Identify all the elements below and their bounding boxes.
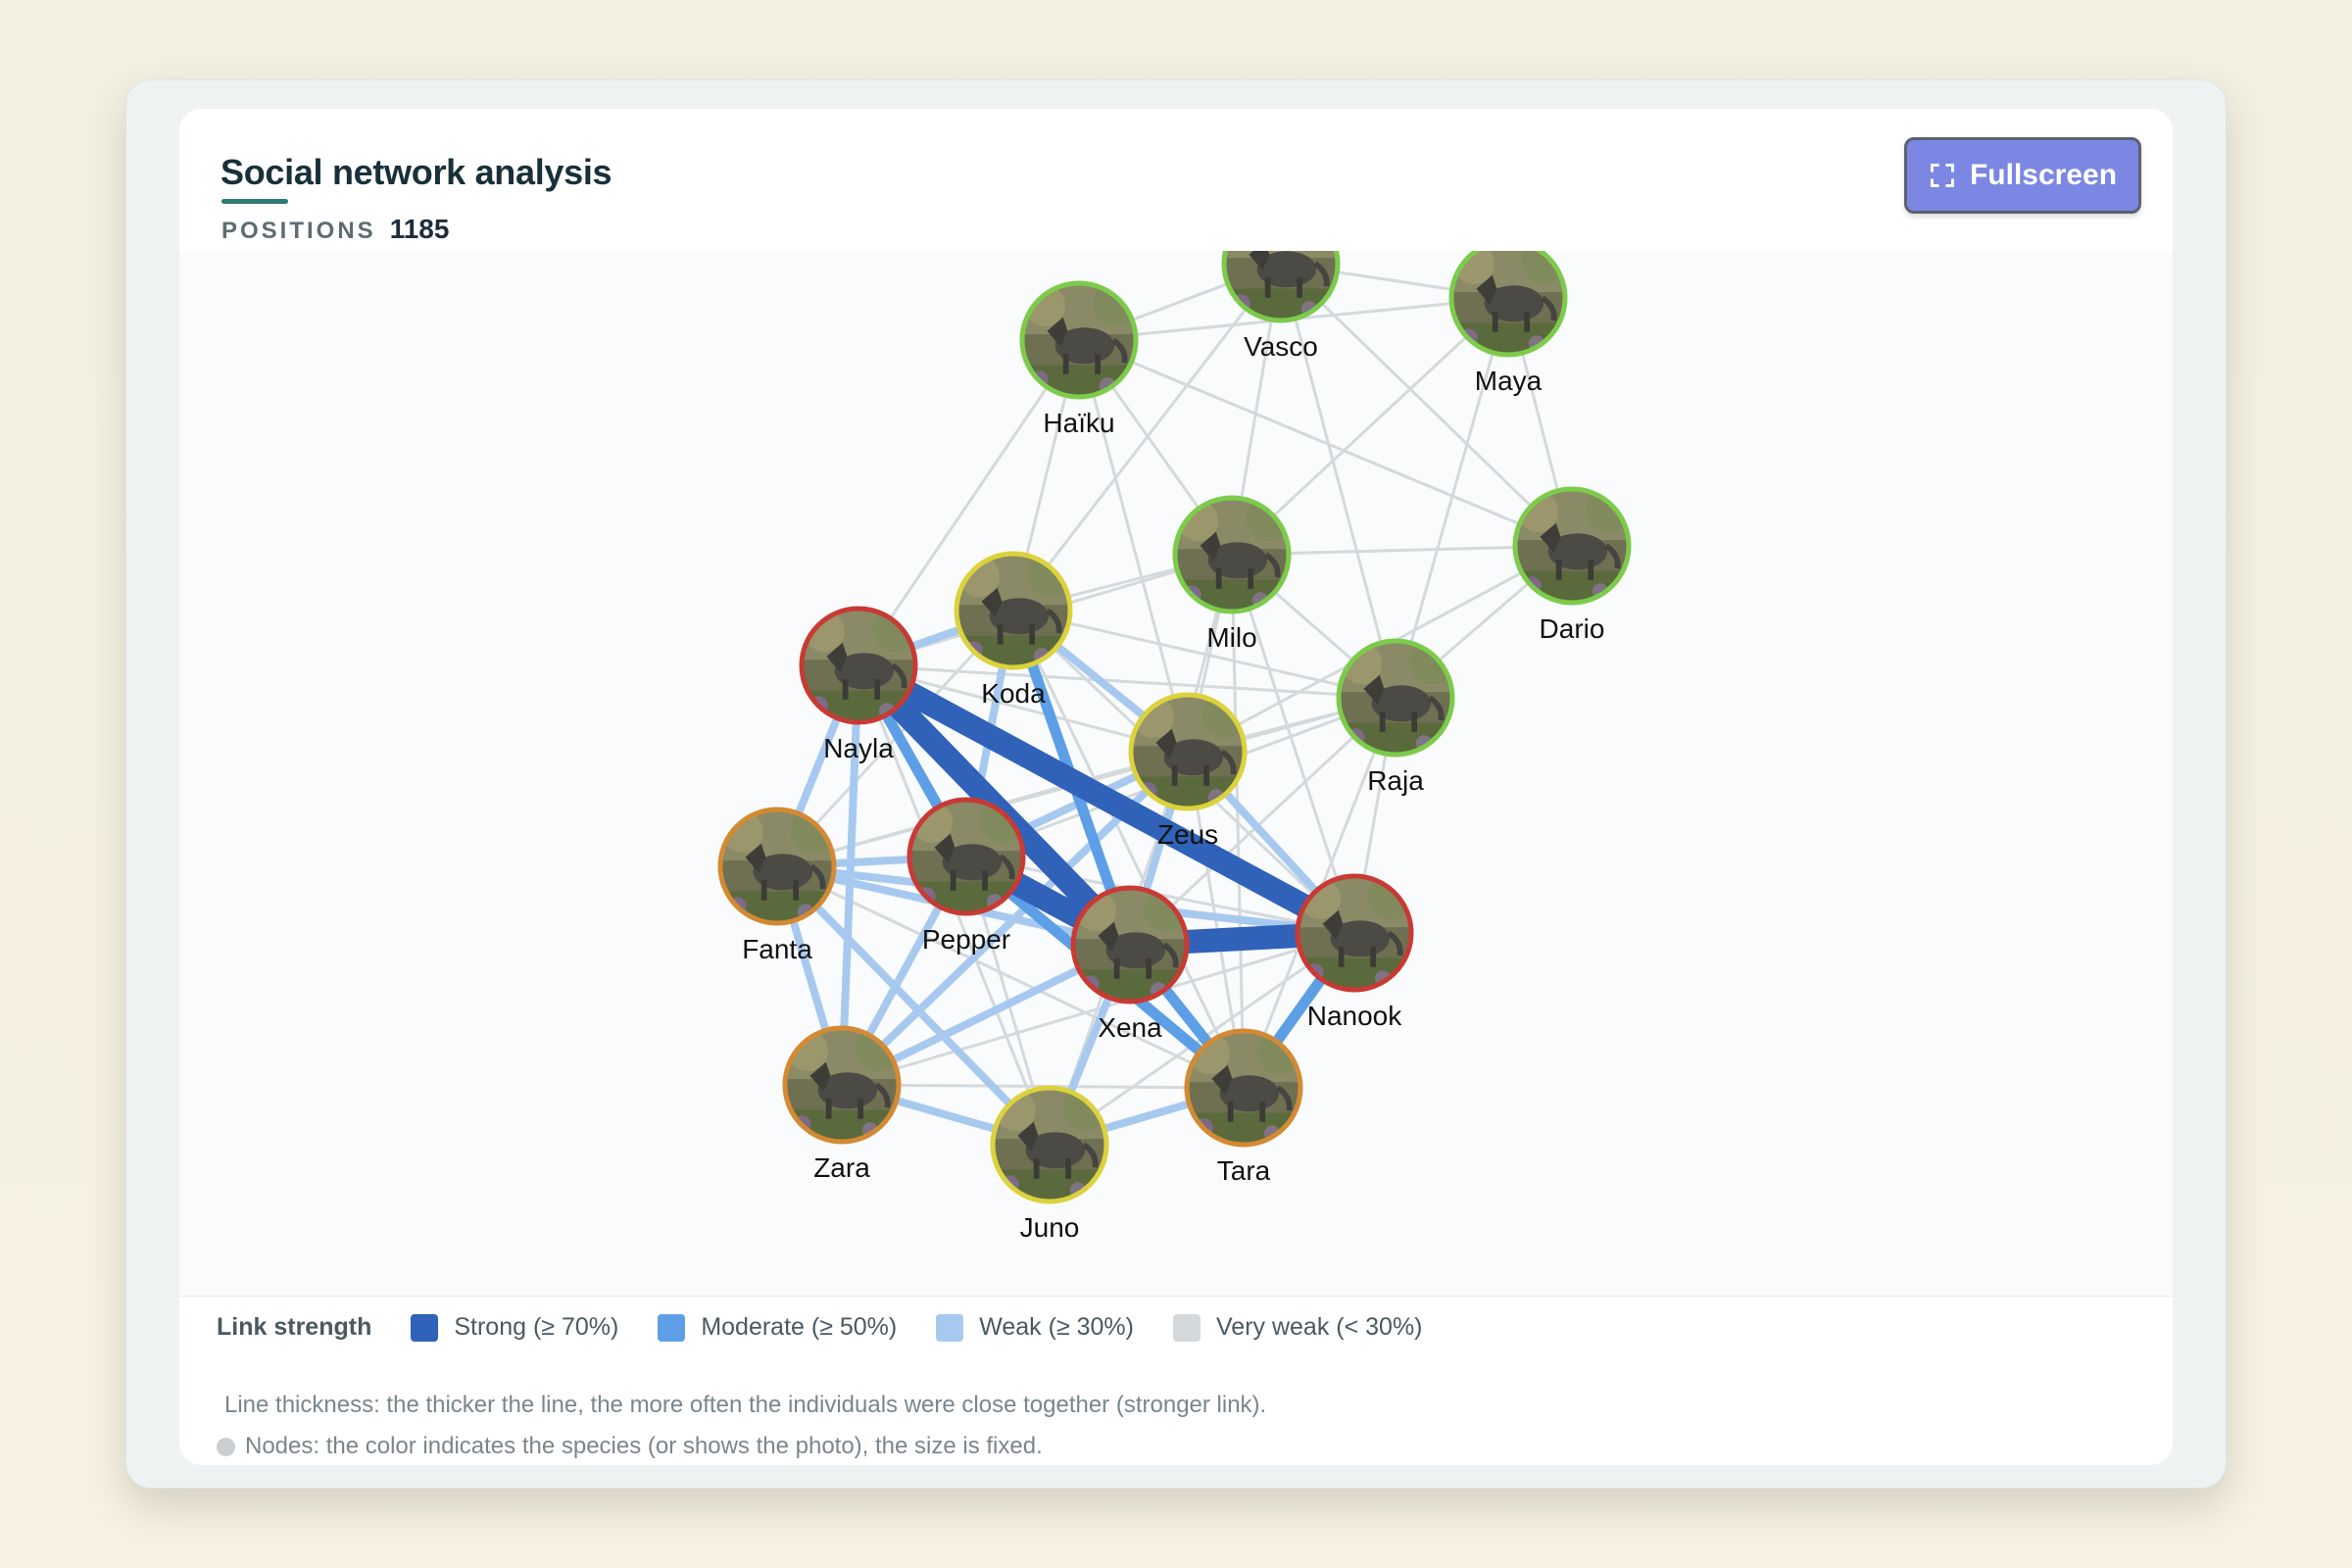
edge-raja-xena [1128, 696, 1397, 947]
node-photo-xena[interactable] [1070, 885, 1190, 1004]
edge-koda-raja [1011, 609, 1397, 700]
positions-value: 1185 [389, 214, 450, 244]
node-haiku[interactable]: Haïku [1019, 280, 1139, 438]
edge-vasco-koda [1011, 262, 1283, 612]
node-label-zara: Zara [813, 1152, 870, 1183]
node-label-raja: Raja [1367, 765, 1424, 796]
fullscreen-icon [1930, 163, 1954, 188]
legend-swatch-weak [936, 1313, 964, 1342]
node-photo-nayla[interactable] [799, 606, 918, 725]
node-label-milo: Milo [1206, 622, 1256, 653]
node-label-pepper: Pepper [922, 924, 1010, 955]
node-label-haiku: Haïku [1043, 408, 1114, 438]
node-raja[interactable]: Raja [1336, 638, 1455, 796]
legend-label-strong: Strong (≥ 70%) [454, 1313, 619, 1341]
edge-nanook-milo [1230, 553, 1356, 935]
edge-maya-milo [1230, 296, 1510, 557]
node-photo-zeus[interactable] [1128, 692, 1248, 811]
node-label-nanook: Nanook [1307, 1001, 1403, 1031]
node-label-maya: Maya [1475, 366, 1543, 396]
panel-title: Social network analysis [220, 152, 612, 192]
edge-koda-tara [1011, 609, 1246, 1090]
node-photo-milo[interactable] [1172, 495, 1292, 614]
node-label-nayla: Nayla [823, 733, 894, 763]
legend-swatch-moderate [658, 1313, 686, 1342]
legend-swatch-strong [411, 1313, 439, 1342]
node-photo-haiku[interactable] [1019, 280, 1139, 400]
node-vasco[interactable]: Vasco [1221, 251, 1341, 362]
node-photo-dario[interactable] [1512, 486, 1632, 606]
node-photo-nanook[interactable] [1295, 873, 1414, 993]
node-label-tara: Tara [1217, 1155, 1271, 1186]
node-photo-koda[interactable] [954, 551, 1073, 670]
network-card: Social network analysis POSITIONS 1185 F… [179, 109, 2173, 1465]
positions-stat: POSITIONS 1185 [221, 214, 449, 245]
node-photo-maya[interactable] [1448, 251, 1568, 358]
positions-label: POSITIONS [221, 218, 376, 244]
node-dot-icon [217, 1437, 235, 1456]
node-tara[interactable]: Tara [1184, 1028, 1303, 1186]
fullscreen-button[interactable]: Fullscreen [1904, 137, 2141, 214]
legend-item-strong: Strong (≥ 70%) [411, 1313, 618, 1342]
panel-frame: Social network analysis POSITIONS 1185 F… [125, 79, 2227, 1489]
node-nanook[interactable]: Nanook [1295, 873, 1414, 1031]
edge-nayla-nanook [847, 654, 1366, 945]
node-label-dario: Dario [1540, 613, 1605, 644]
node-photo-fanta[interactable] [717, 807, 837, 926]
legend-swatch-very-weak [1173, 1313, 1200, 1342]
node-nayla[interactable]: Nayla [799, 606, 918, 763]
node-milo[interactable]: Milo [1172, 495, 1292, 653]
node-photo-raja[interactable] [1336, 638, 1455, 758]
fullscreen-label: Fullscreen [1969, 159, 2118, 191]
edge-vasco-raja [1279, 262, 1397, 700]
node-fanta[interactable]: Fanta [717, 807, 837, 964]
legend-row: Link strength Strong (≥ 70%) Moderate (≥… [217, 1313, 1462, 1342]
node-juno[interactable]: Juno [990, 1085, 1109, 1243]
edge-nayla-raja [857, 663, 1397, 700]
edge-fanta-juno [773, 862, 1054, 1149]
legend-item-moderate: Moderate (≥ 50%) [658, 1313, 897, 1342]
node-xena[interactable]: Xena [1070, 885, 1190, 1043]
node-photo-tara[interactable] [1184, 1028, 1303, 1148]
edge-haiku-nayla [857, 338, 1081, 667]
legend: Link strength Strong (≥ 70%) Moderate (≥… [217, 1298, 2137, 1464]
node-label-koda: Koda [981, 678, 1046, 709]
legend-title: Link strength [217, 1313, 372, 1341]
node-koda[interactable]: Koda [954, 551, 1073, 709]
node-pepper[interactable]: Pepper [906, 797, 1026, 955]
title-underline [221, 199, 288, 204]
node-label-xena: Xena [1098, 1012, 1162, 1043]
edge-fanta-tara [775, 864, 1246, 1090]
node-dario[interactable]: Dario [1512, 486, 1632, 644]
legend-note-nodes-text: Nodes: the color indicates the species (… [245, 1433, 1043, 1459]
node-zeus[interactable]: Zeus [1128, 692, 1248, 850]
node-label-zeus: Zeus [1157, 819, 1218, 850]
edge-zara-nanook [840, 931, 1356, 1087]
node-maya[interactable]: Maya [1448, 251, 1568, 396]
node-zara[interactable]: Zara [782, 1025, 902, 1183]
node-photo-pepper[interactable] [906, 797, 1026, 916]
legend-label-very-weak: Very weak (< 30%) [1216, 1313, 1423, 1341]
edge-nayla-zara [838, 662, 862, 1089]
edge-maya-raja [1394, 296, 1510, 700]
edge-vasco-dario [1279, 262, 1574, 548]
legend-item-weak: Weak (≥ 30%) [936, 1313, 1134, 1342]
node-label-fanta: Fanta [742, 934, 812, 964]
node-photo-juno[interactable] [990, 1085, 1109, 1204]
node-photo-vasco[interactable] [1221, 251, 1341, 323]
legend-note-nodes: Nodes: the color indicates the species (… [217, 1433, 1043, 1460]
legend-label-moderate: Moderate (≥ 50%) [701, 1313, 898, 1341]
legend-item-very-weak: Very weak (< 30%) [1173, 1313, 1423, 1342]
legend-note-thickness: Line thickness: the thicker the line, th… [224, 1392, 1267, 1418]
node-label-juno: Juno [1020, 1212, 1080, 1243]
legend-label-weak: Weak (≥ 30%) [979, 1313, 1134, 1341]
node-photo-zara[interactable] [782, 1025, 902, 1145]
node-label-vasco: Vasco [1244, 331, 1318, 362]
edge-haiku-dario [1077, 338, 1574, 548]
